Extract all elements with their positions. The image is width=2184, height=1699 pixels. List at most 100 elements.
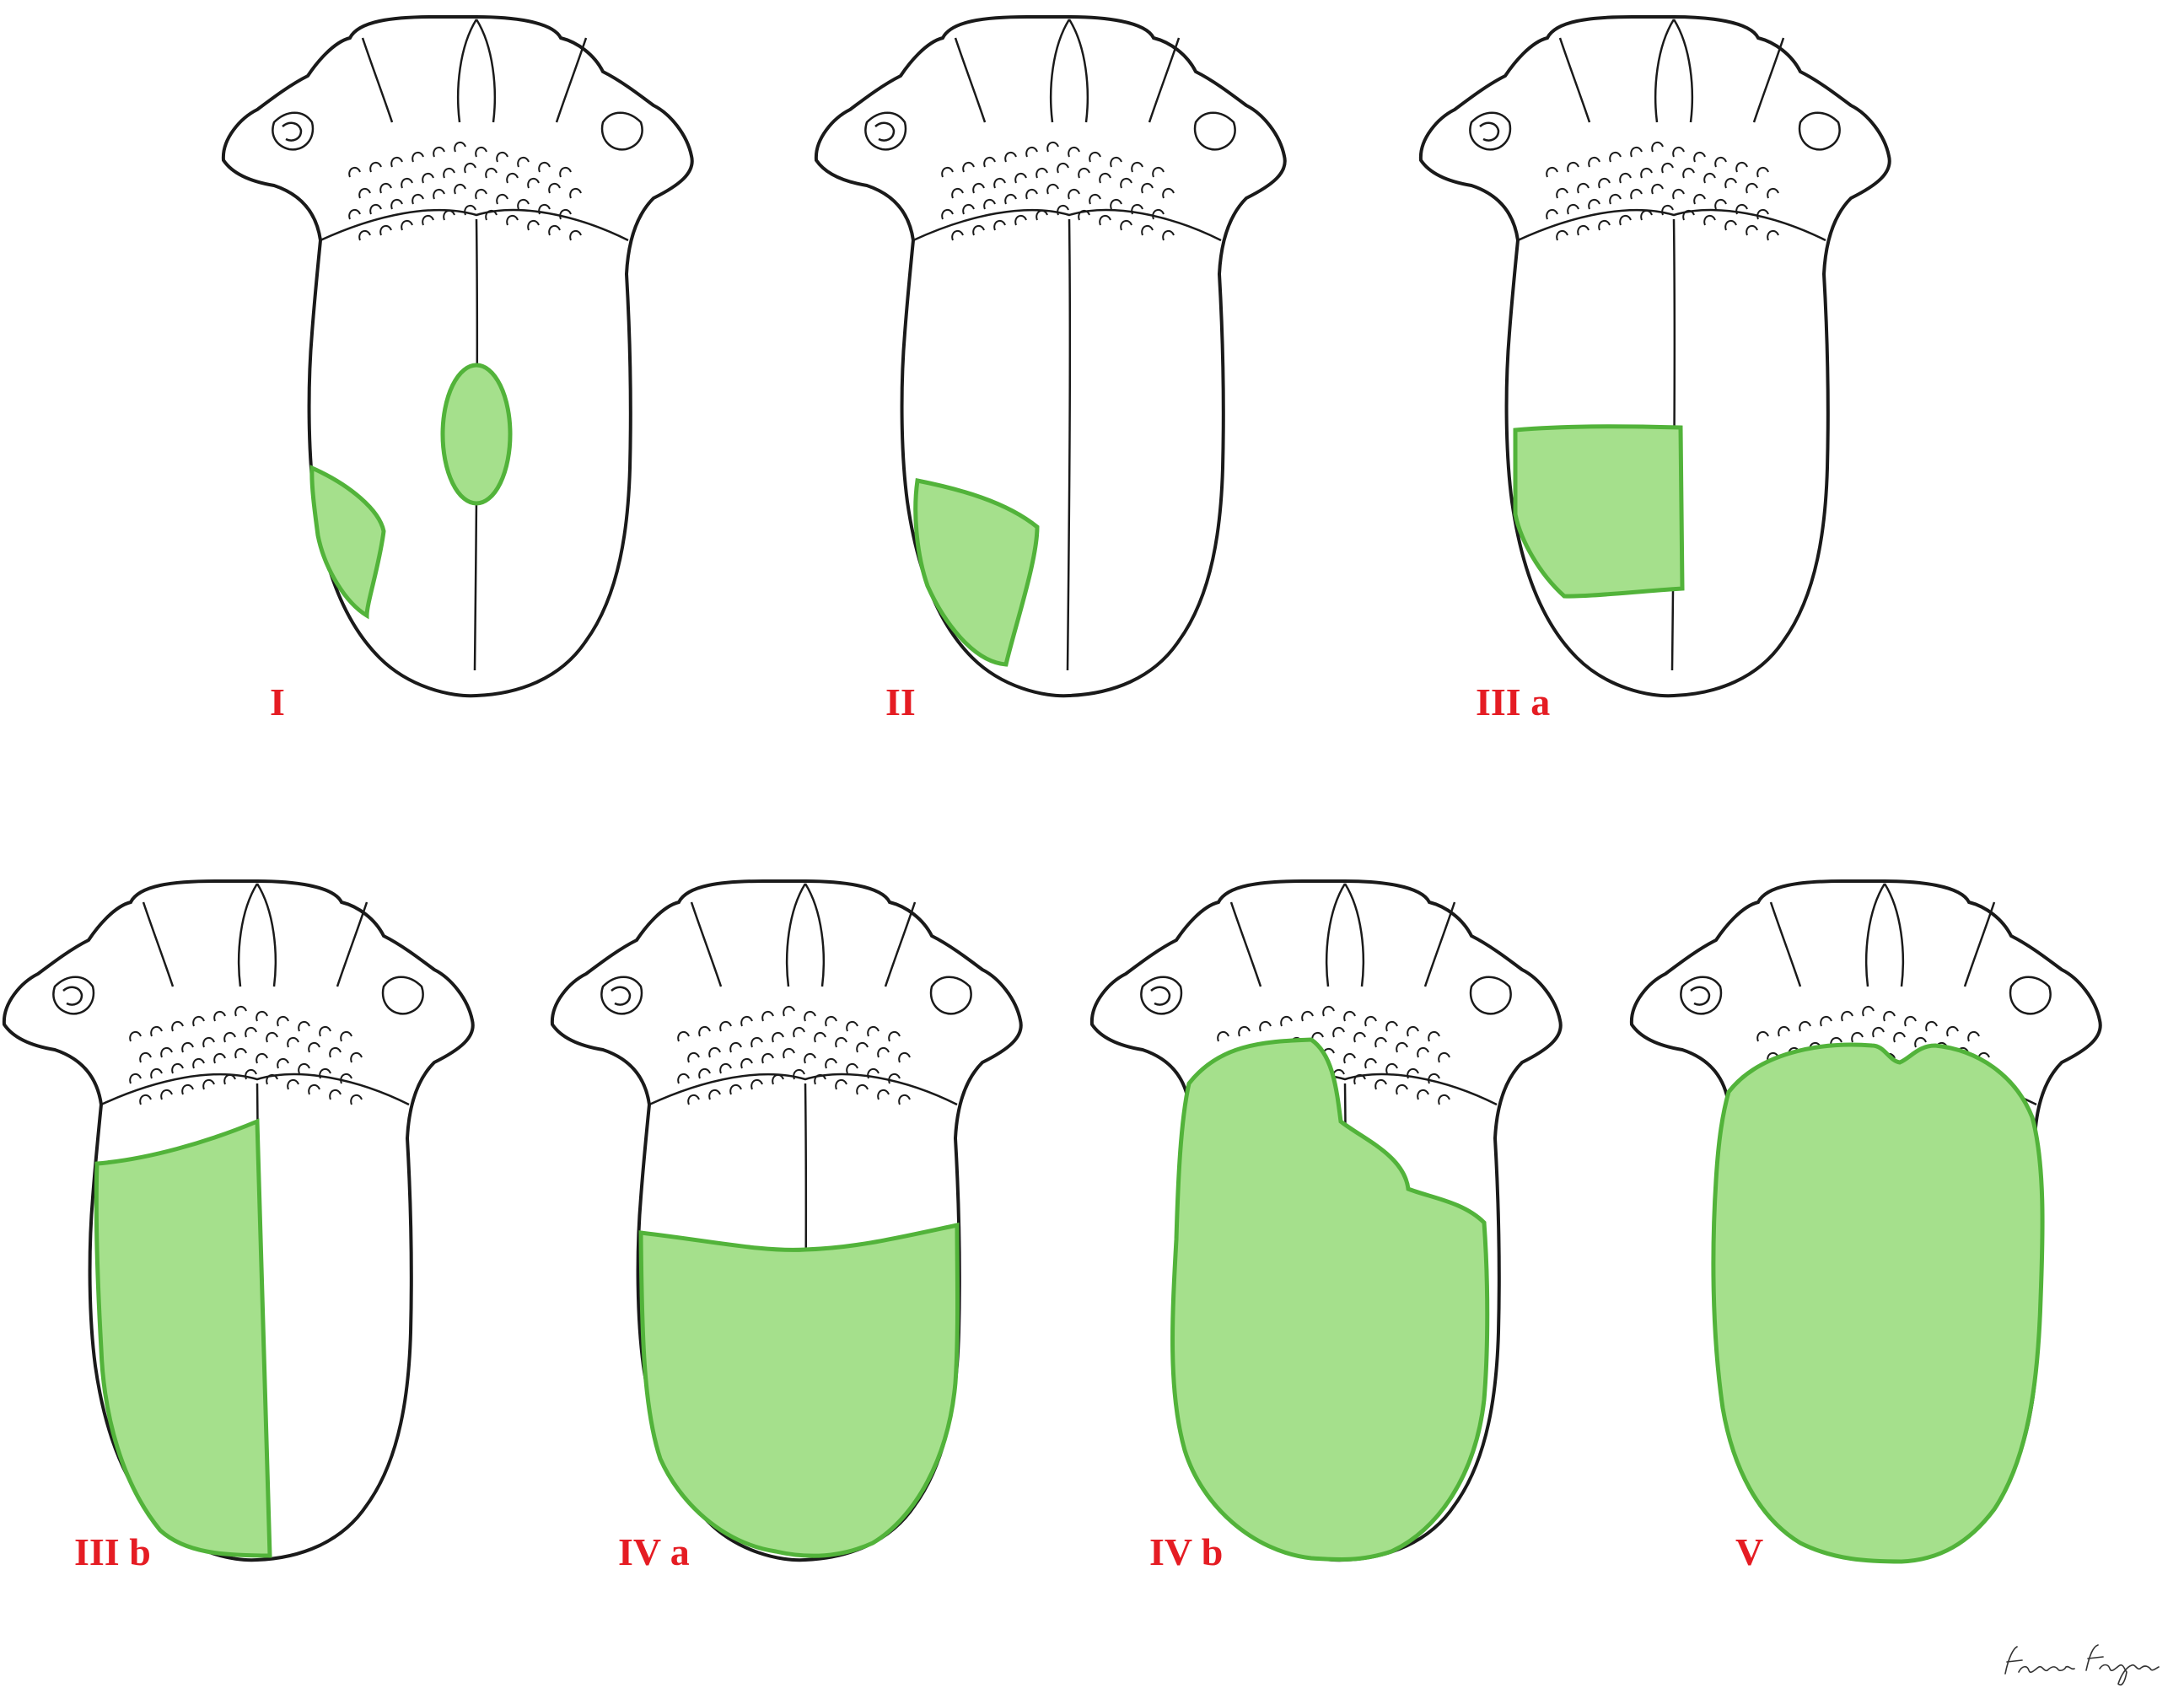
papilla	[1438, 1094, 1450, 1105]
panel-IVb: IV b	[1089, 877, 1563, 1577]
papilla	[951, 229, 964, 241]
papilla	[329, 1089, 342, 1100]
papilla	[475, 188, 487, 200]
papilla	[1862, 1005, 1875, 1017]
papilla	[941, 166, 954, 178]
papilla	[1851, 1031, 1864, 1043]
papilla	[783, 1005, 795, 1017]
papilla	[1672, 146, 1685, 158]
tongue-drawing	[2, 879, 475, 1562]
papilla	[506, 172, 519, 184]
papilla	[379, 182, 392, 194]
papilla	[340, 1030, 352, 1042]
papilla	[298, 1062, 310, 1074]
papilla	[804, 1010, 816, 1022]
resection-area	[1513, 424, 1685, 599]
papilla	[496, 193, 508, 205]
papilla	[234, 1005, 247, 1017]
tongue-drawing	[221, 15, 694, 698]
papilla	[181, 1041, 194, 1053]
papilla	[750, 1078, 763, 1090]
papilla	[1280, 1015, 1293, 1027]
lingual-papillae	[129, 1005, 363, 1105]
sulcus-terminalis	[1517, 208, 1826, 242]
tongue-outline	[1418, 15, 1891, 698]
papilla	[308, 1041, 320, 1053]
papilla	[1946, 1025, 1959, 1037]
papilla	[1046, 183, 1059, 195]
papilla	[1025, 188, 1038, 200]
sulcus-terminalis	[100, 1073, 410, 1106]
papilla	[1162, 187, 1175, 199]
papilla	[1407, 1025, 1419, 1037]
papilla	[369, 203, 382, 215]
papilla	[1820, 1015, 1832, 1027]
papilla	[1364, 1057, 1377, 1069]
papilla	[1353, 1031, 1366, 1043]
papilla	[1588, 156, 1600, 168]
papilla	[160, 1089, 173, 1100]
papilla	[1799, 1020, 1811, 1032]
papilla	[793, 1026, 805, 1038]
papilla	[1546, 208, 1558, 220]
papilla	[825, 1015, 837, 1027]
papilla	[814, 1031, 826, 1043]
papilla	[1089, 151, 1101, 163]
papilla	[1619, 214, 1632, 226]
papilla	[1057, 162, 1069, 174]
papilla	[740, 1015, 753, 1027]
papilla	[369, 161, 382, 173]
tonsil-detail	[864, 111, 1236, 151]
papilla	[1735, 161, 1748, 173]
papilla	[1767, 229, 1779, 241]
papilla	[1120, 177, 1132, 189]
papilla	[171, 1020, 184, 1032]
papilla	[687, 1051, 700, 1063]
papilla	[1693, 193, 1706, 205]
papilla	[856, 1083, 869, 1095]
papilla	[475, 146, 487, 158]
papilla	[390, 198, 403, 210]
lingual-papillae	[1546, 141, 1779, 241]
papilla	[454, 183, 466, 195]
papilla	[983, 156, 996, 168]
papilla	[740, 1057, 753, 1069]
papilla	[506, 214, 519, 226]
papilla	[569, 229, 582, 241]
panel-IIIb: III b	[2, 877, 475, 1577]
papilla	[559, 208, 572, 220]
papilla	[287, 1078, 299, 1090]
papilla	[1068, 188, 1080, 200]
papilla	[719, 1062, 732, 1074]
papilla	[1332, 1026, 1345, 1038]
palatine-fold	[1769, 883, 1996, 987]
papilla	[412, 151, 424, 163]
papilla	[898, 1051, 911, 1063]
papilla	[1672, 188, 1685, 200]
papilla	[687, 1094, 700, 1105]
papilla	[1014, 214, 1027, 226]
papilla	[1099, 172, 1111, 184]
papilla	[192, 1057, 205, 1069]
lingual-papillae	[348, 141, 582, 241]
tongue-drawing	[1418, 15, 1891, 698]
tonsil-detail	[1469, 111, 1841, 151]
papilla	[358, 187, 371, 199]
tongue-drawing	[814, 15, 1287, 698]
tongue-drawing	[1089, 879, 1563, 1562]
papilla	[1343, 1010, 1356, 1022]
tonsil-detail	[600, 976, 972, 1015]
papilla	[825, 1057, 837, 1069]
papilla	[761, 1010, 774, 1022]
papilla	[1756, 1030, 1769, 1042]
papilla	[433, 146, 445, 158]
papilla	[1883, 1010, 1896, 1022]
papilla	[1872, 1026, 1885, 1038]
papilla	[1556, 187, 1568, 199]
papilla	[1577, 182, 1590, 194]
panel-II: II	[814, 13, 1287, 722]
papilla	[867, 1025, 880, 1037]
papilla	[1724, 219, 1737, 231]
papilla	[1703, 172, 1716, 184]
papilla	[1259, 1020, 1272, 1032]
